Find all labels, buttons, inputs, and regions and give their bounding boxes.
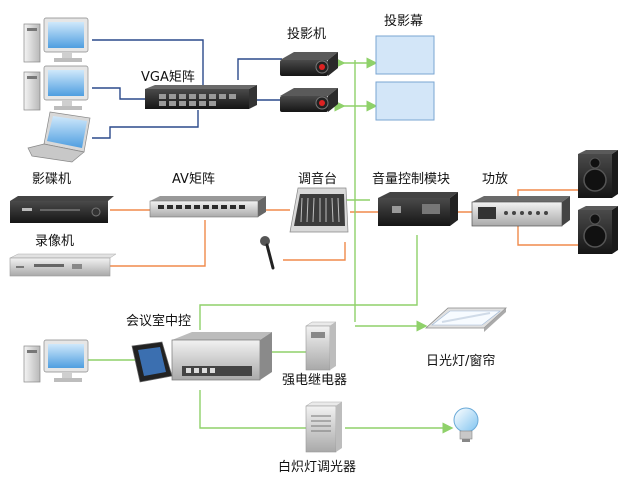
vga-link-projector1 xyxy=(237,58,282,80)
vga-matrix-label: VGA矩阵 xyxy=(141,70,195,85)
desktop-pc-2-icon xyxy=(23,65,89,111)
microphone-icon xyxy=(260,236,275,270)
amplifier-device xyxy=(471,196,570,227)
av-link-microphone xyxy=(283,242,346,261)
av-matrix-label: AV矩阵 xyxy=(172,172,215,187)
speaker-2-icon xyxy=(578,206,618,254)
desktop-pc-1-icon xyxy=(23,17,89,63)
mixer-label: 调音台 xyxy=(298,171,337,187)
power-relay-label: 强电继电器 xyxy=(282,373,347,388)
vga-links xyxy=(92,39,282,139)
laptop-icon xyxy=(27,111,91,163)
projector-1-icon xyxy=(280,52,338,76)
control-to-volume xyxy=(199,235,418,330)
vcr-label: 录像机 xyxy=(35,234,74,249)
projection-screen-1 xyxy=(375,35,435,75)
control-to-dimmer xyxy=(199,390,306,429)
incandescent-dimmer-label: 白炽灯调光器 xyxy=(278,459,356,475)
projection-screen-2 xyxy=(375,81,435,121)
incandescent-dimmer-device xyxy=(305,401,343,453)
desktop-pc-3-icon xyxy=(23,339,89,383)
av-links xyxy=(110,189,580,267)
amplifier-label: 功放 xyxy=(482,172,508,187)
vga-link-pc2 xyxy=(92,87,150,100)
vga-link-laptop xyxy=(92,110,199,139)
speaker-1-icon xyxy=(578,150,618,198)
central-control-label: 会议室中控 xyxy=(126,313,191,329)
vga-link-pc1 xyxy=(92,39,204,88)
volume-module-label: 音量控制模块 xyxy=(372,171,450,187)
av-link-speaker2 xyxy=(517,225,580,246)
fluorescent-curtain-label: 日光灯/窗帘 xyxy=(426,353,495,369)
screen-label: 投影幕 xyxy=(384,13,423,29)
power-relay-device xyxy=(305,321,337,371)
light-bulb-icon xyxy=(453,407,479,442)
control-links xyxy=(88,57,454,434)
av-link-vcr xyxy=(110,220,206,267)
projector-label: 投影机 xyxy=(287,26,326,42)
av-link-speaker1 xyxy=(517,189,580,198)
central-control-device xyxy=(131,332,272,383)
projector-2-icon xyxy=(280,88,338,112)
av-matrix-device xyxy=(149,196,266,218)
vcr-device xyxy=(9,253,117,277)
vga-matrix-device xyxy=(145,85,257,109)
fluorescent-light-icon xyxy=(424,307,508,332)
audio-mixer-device xyxy=(289,187,349,233)
dvd-player-label: 影碟机 xyxy=(32,172,71,187)
dvd-player-device xyxy=(10,196,114,223)
volume-control-module-device xyxy=(378,192,458,226)
